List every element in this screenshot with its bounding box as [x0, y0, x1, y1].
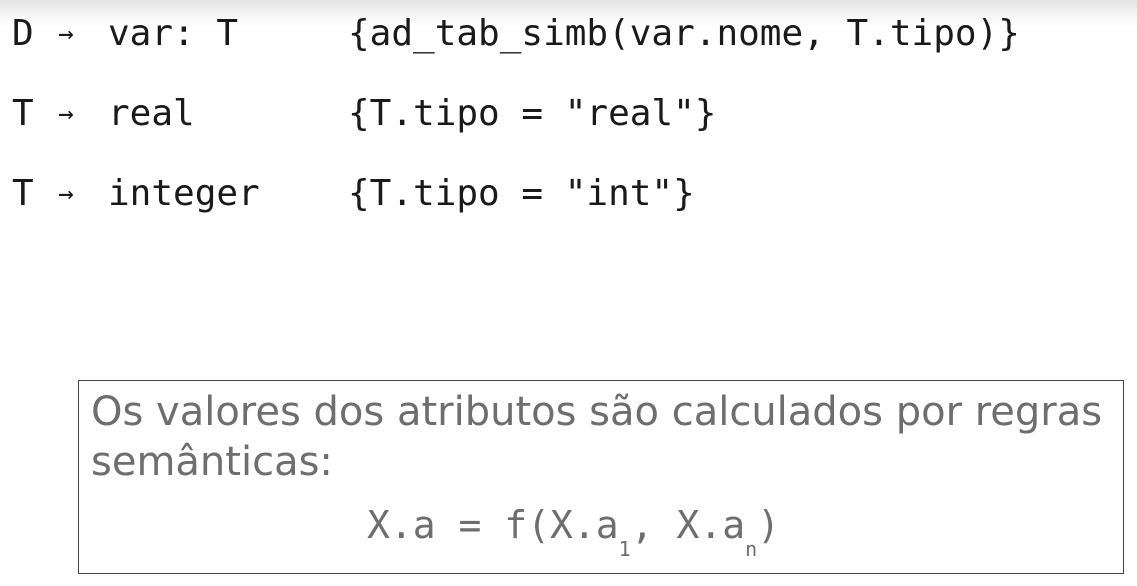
semantic-rules-note-box: Os valores dos atributos são calculados …: [78, 380, 1124, 574]
arrow-icon: →: [58, 19, 74, 49]
top-shade: [0, 0, 1137, 28]
rule-action: {T.tipo = "real"}: [348, 93, 717, 134]
formula-part: ): [757, 503, 781, 547]
grammar-rule-t-integer: T → integer {T.tipo = "int"}: [0, 164, 1137, 224]
note-text: Os valores dos atributos são calculados …: [91, 389, 1103, 485]
rule-action: {T.tipo = "int"}: [348, 173, 695, 214]
rule-lhs: T: [12, 173, 34, 214]
rule-lhs: D: [12, 13, 34, 54]
formula: X.a = f(X.a1, X.an): [367, 495, 781, 561]
rule-lhs: T: [12, 93, 34, 134]
grammar-rule-d: D → var: T {ad_tab_simb(var.nome, T.tipo…: [0, 4, 1137, 64]
formula-part: , X.a: [630, 503, 746, 547]
rule-rhs: real: [108, 93, 195, 134]
rule-action: {ad_tab_simb(var.nome, T.tipo)}: [348, 13, 1020, 54]
formula-part: X.a = f(X.a: [367, 503, 619, 547]
rule-rhs: integer: [108, 173, 260, 214]
rule-rhs: var: T: [108, 13, 239, 54]
arrow-icon: →: [58, 99, 74, 129]
formula-subscript: 1: [618, 537, 631, 561]
grammar-rule-t-real: T → real {T.tipo = "real"}: [0, 84, 1137, 144]
arrow-icon: →: [58, 179, 74, 209]
formula-subscript: n: [745, 537, 758, 561]
